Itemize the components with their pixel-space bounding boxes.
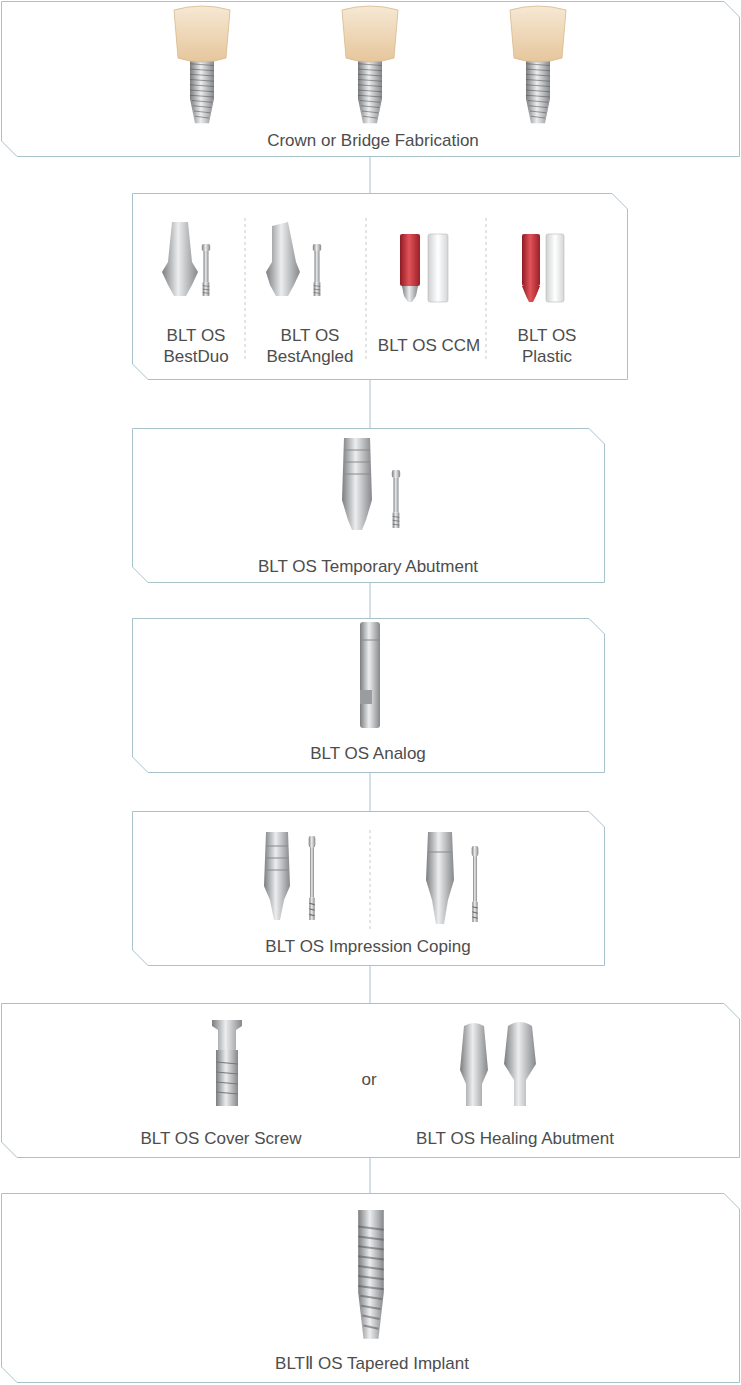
process-box: BLT OS Analog (132, 618, 605, 773)
process-box: BLT OS BestDuoBLT OS BestAngled BLT OS CC… (132, 193, 628, 380)
impression-coping (264, 832, 478, 924)
process-box: BLT OS Impression Coping (132, 811, 605, 966)
box-border (2, 1004, 740, 1158)
abutment-set (162, 222, 564, 302)
box-border (133, 429, 605, 583)
box-label: BLT OS BestAngled (255, 325, 365, 368)
process-box: BLT OS Cover Screw orBLT OS Healing Abutm… (1, 1003, 740, 1158)
tapered-implant (358, 1210, 384, 1339)
connector (370, 773, 371, 811)
box-label: BLT OS Impression Coping (265, 936, 470, 957)
box-label: BLT OS Plastic (495, 325, 600, 368)
crown-implant (174, 6, 566, 123)
box-label: BLTⅡ OS Tapered Implant (275, 1353, 469, 1374)
box-border (2, 2, 740, 157)
connector (370, 583, 371, 618)
process-box: Crown or Bridge Fabrication (1, 1, 740, 157)
connector (370, 1158, 371, 1193)
healing-components (212, 1020, 536, 1106)
box-label: BLT OS Healing Abutment (416, 1128, 614, 1149)
connector (370, 380, 371, 428)
box-border (133, 194, 628, 380)
connector (370, 157, 371, 193)
box-border (133, 812, 605, 966)
box-label: BLT OS CCM (377, 335, 482, 356)
box-label: BLT OS Cover Screw (141, 1128, 302, 1149)
box-label: or (361, 1069, 376, 1090)
temporary-abutment (342, 438, 400, 530)
box-label: BLT OS Analog (310, 743, 426, 764)
box-label: Crown or Bridge Fabrication (267, 130, 479, 151)
connector (370, 966, 371, 1003)
box-label: BLT OS Temporary Abutment (258, 556, 478, 577)
process-box: BLT OS Temporary Abutment (132, 428, 605, 583)
process-box: BLTⅡ OS Tapered Implant (1, 1193, 740, 1383)
divider (245, 218, 486, 932)
box-border (133, 619, 605, 773)
implant-analog (360, 622, 380, 728)
box-label: BLT OS BestDuo (144, 325, 249, 368)
box-border (2, 1194, 740, 1383)
